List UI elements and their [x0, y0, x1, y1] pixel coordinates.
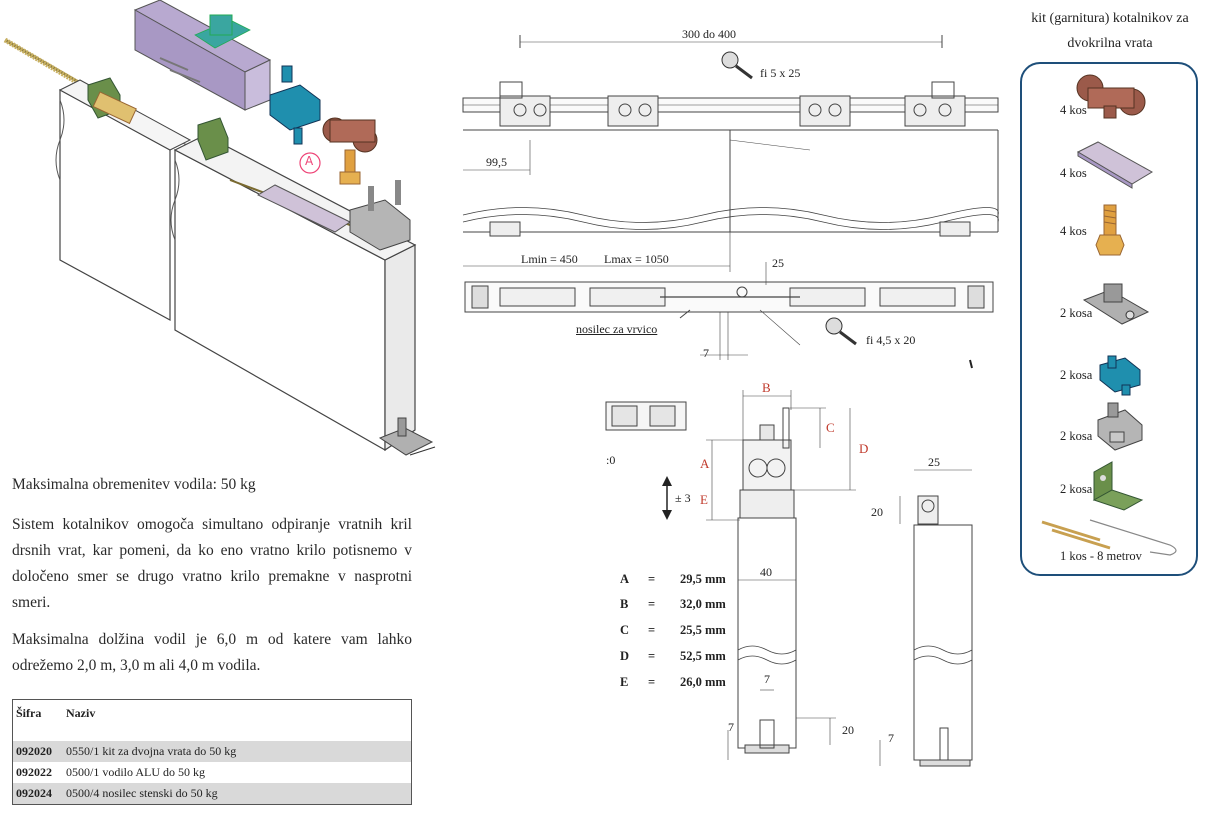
screw-label-5x25: fi 5 x 25 — [760, 66, 801, 80]
table-header-row: Šifra Naziv — [13, 700, 412, 742]
row-name: 0500/4 nosilec stenski do 50 kg — [63, 783, 412, 805]
dim-side-25: 25 — [928, 455, 940, 469]
kit-qty: 2 kosa — [1060, 482, 1093, 496]
dim-20-bottom: 20 — [842, 723, 854, 737]
kit-panel — [1020, 62, 1198, 576]
row-name: 0500/1 vodilo ALU do 50 kg — [66, 765, 206, 779]
tolerance-label: ± 3 — [675, 491, 691, 505]
description-text: Sistem kotalnikov omogoča simultano odpi… — [12, 516, 412, 611]
max-length-text: Maksimalna dolžina vodil je 6,0 m od kat… — [12, 631, 412, 674]
header-code: Šifra — [16, 706, 42, 720]
kit-qty: 2 kosa — [1060, 429, 1093, 443]
dim-99-5: 99,5 — [486, 155, 507, 169]
measurement-row: C=25,5 mm — [620, 623, 726, 637]
kit-qty: 4 kos — [1060, 224, 1087, 238]
row-code: 092022 — [16, 765, 52, 779]
table-row: 092024 0500/4 nosilec stenski do 50 kg — [12, 783, 412, 805]
wire-holder-label: nosilec za vrvico — [576, 322, 658, 336]
row-code: 092020 — [12, 741, 63, 762]
measurement-row: A=29,5 mm — [620, 572, 726, 586]
dim-side-20: 20 — [871, 505, 883, 519]
kit-qty: 4 kos — [1060, 166, 1087, 180]
max-load-text: Maksimalna obremenitev vodila: 50 kg — [12, 476, 256, 493]
screw-label-4-5x20: fi 4,5 x 20 — [866, 333, 916, 347]
kit-qty: 2 kosa — [1060, 368, 1093, 382]
dim-7-stem: 7 — [764, 672, 770, 686]
dim-25-top: 25 — [772, 256, 784, 270]
dim-lmin: Lmin = 450 — [521, 252, 578, 266]
kit-qty: 2 kosa — [1060, 306, 1093, 320]
dim-side-7: 7 — [888, 731, 894, 745]
measurement-row: E=26,0 mm — [620, 675, 726, 689]
table-row: 092020 0550/1 kit za dvojna vrata do 50 … — [12, 741, 412, 762]
kit-qty: 4 kos — [1060, 103, 1087, 117]
dim-lmax: Lmax = 1050 — [604, 252, 669, 266]
measurement-row: B=32,0 mm — [620, 597, 726, 611]
dim-7-bottom: 7 — [728, 720, 734, 734]
detail-label-d: D — [859, 441, 869, 456]
header-name: Naziv — [66, 706, 96, 720]
row-code: 092024 — [12, 783, 63, 805]
isometric-door-illustration — [3, 0, 436, 456]
dim-300-400: 300 do 400 — [682, 27, 736, 41]
detail-label-e: E — [700, 492, 708, 507]
row-name: 0550/1 kit za dvojna vrata do 50 kg — [63, 741, 412, 762]
detail-label-c: C — [826, 420, 835, 435]
table-row: 092022 0500/1 vodilo ALU do 50 kg — [13, 762, 412, 783]
detail-label-b: B — [762, 380, 771, 395]
dim-7: 7 — [703, 346, 709, 360]
callout-label-a: A — [305, 154, 314, 168]
kit-title: kit (garnitura) kotalnikov za dvokrilna … — [1031, 11, 1189, 51]
measurement-row: D=52,5 mm — [620, 649, 726, 663]
product-code-table: Šifra Naziv 092020 0550/1 kit za dvojna … — [12, 699, 412, 805]
kit-qty: 1 kos - 8 metrov — [1060, 549, 1142, 563]
partial-label: :0 — [606, 453, 616, 467]
detail-label-a: A — [700, 456, 710, 471]
dim-40: 40 — [760, 565, 772, 579]
